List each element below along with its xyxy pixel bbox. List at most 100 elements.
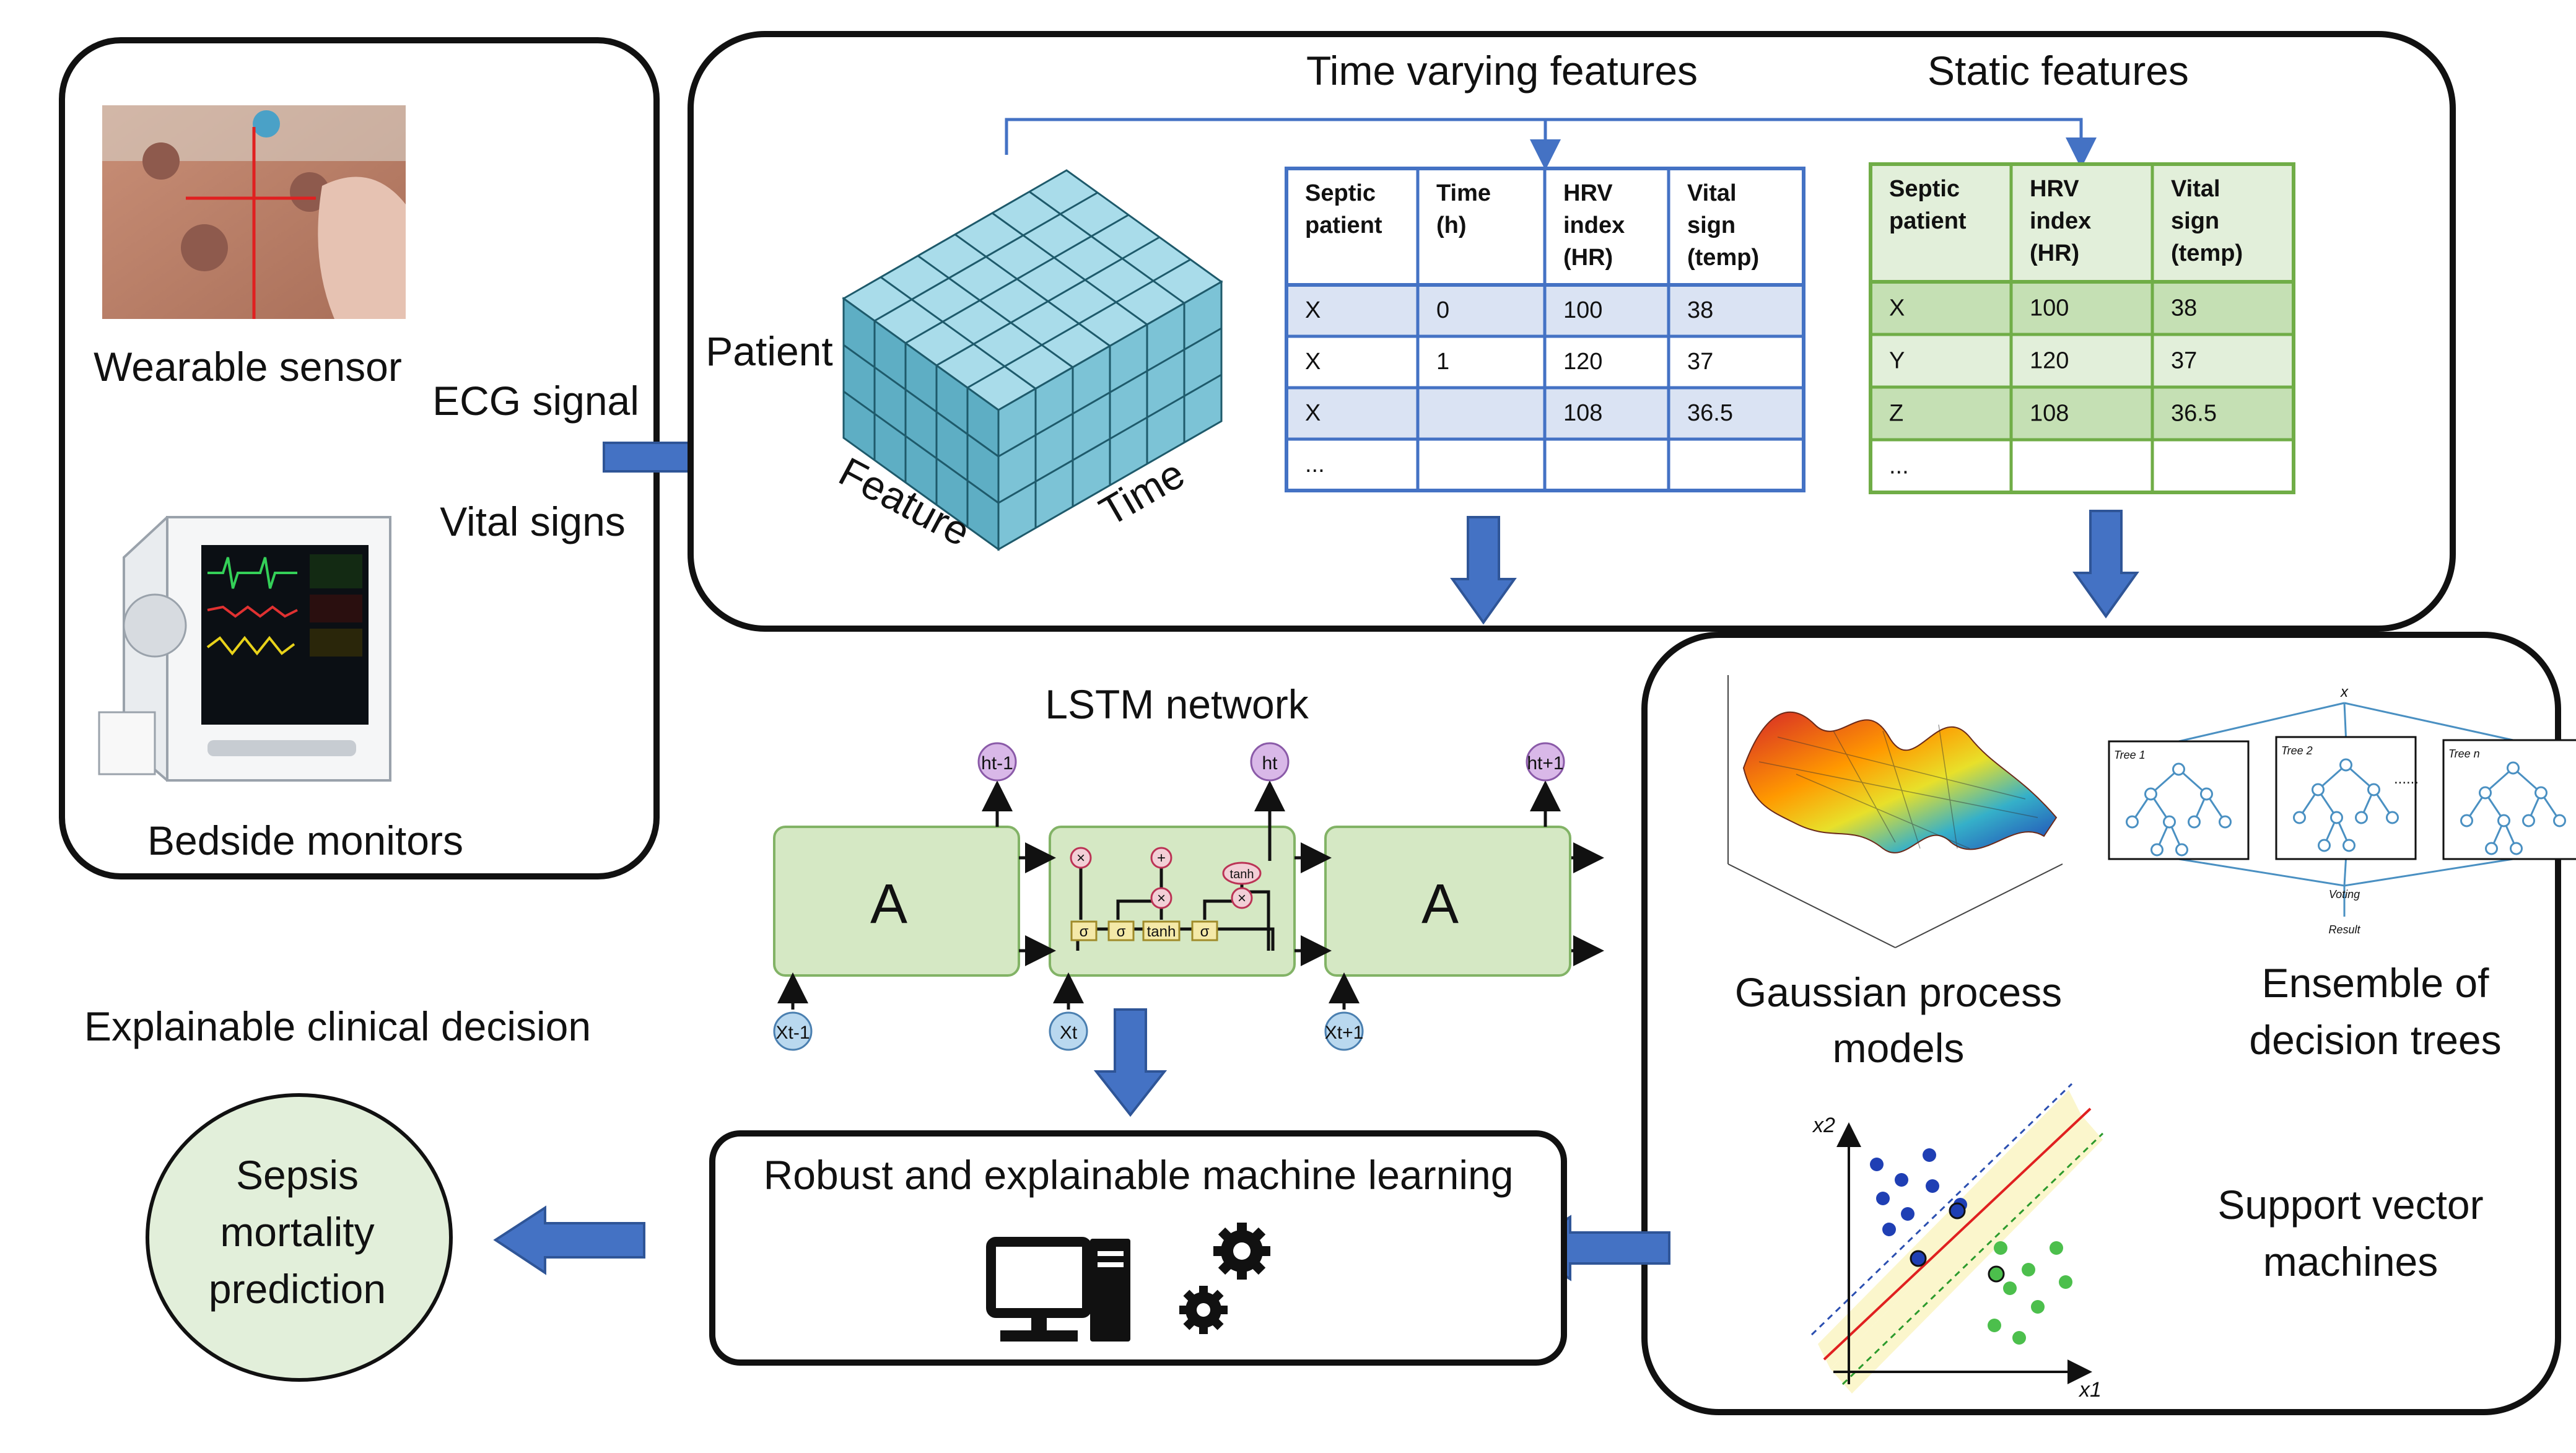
tv-table-header-cell: Time (1436, 180, 1491, 206)
lstm-op (1150, 887, 1172, 909)
cube-patient-label: Patient (705, 328, 832, 374)
lstm-op-label: × (1157, 890, 1166, 907)
tv-table-header-cell: (h) (1436, 212, 1467, 238)
ml-box (709, 1130, 1567, 1366)
svm-label-1: Support vector (2217, 1182, 2483, 1228)
lstm-op (1231, 887, 1253, 909)
outcome-line-3: prediction (209, 1266, 386, 1312)
tree-ellipsis: ...... (2394, 770, 2419, 787)
tree-label: Tree 2 (2281, 744, 2313, 757)
svm-label-2: machines (2263, 1239, 2438, 1285)
bedside-monitors-label: Bedside monitors (147, 818, 463, 863)
lstm-cell-left (773, 826, 1020, 977)
bedside-monitor-image (98, 516, 391, 782)
tv-table-header-cell: patient (1305, 212, 1382, 238)
lstm-cell-right (1324, 826, 1571, 977)
lstm-gate (1107, 920, 1135, 941)
tree-box (2442, 739, 2576, 860)
tree-box (2108, 740, 2250, 860)
tv-table-cell: X (1305, 400, 1321, 426)
st-table-header-cell: index (2030, 208, 2091, 234)
lstm-gate-label: σ (1080, 923, 1089, 940)
st-table-header-cell: HRV (2030, 176, 2079, 202)
lstm-op (1222, 862, 1262, 885)
gears-icon (1179, 1223, 1270, 1334)
result-label: Result (2328, 923, 2360, 936)
st-table-cell: Z (1889, 400, 1903, 426)
arrow-tv-table-down (1450, 516, 1517, 625)
feature-connector (1005, 118, 2097, 170)
lstm-op-label: × (1238, 890, 1246, 907)
ecg-signal-label: ECG signal (432, 378, 639, 424)
st-table-header-cell: (HR) (2030, 240, 2079, 266)
lstm-op (1150, 847, 1172, 869)
lstm-gate (1142, 920, 1181, 941)
st-table-header-cell: Septic (1889, 176, 1960, 202)
st-table-header-cell: patient (1889, 208, 1967, 234)
tree-label: Tree 1 (2114, 749, 2146, 761)
lstm-op (1070, 847, 1092, 869)
arrow-lstm-to-ml (1093, 1008, 1168, 1117)
lstm-gate (1070, 920, 1098, 941)
lstm-cell-letter-right: A (1421, 873, 1459, 935)
lstm-cell-letter-left: A (870, 873, 907, 935)
lstm-gate-label: tanh (1147, 923, 1176, 940)
sources-panel: Wearable sensor Bedside monitors (59, 37, 660, 879)
lstm-input-node (773, 1011, 813, 1051)
lstm-input-node (1324, 1011, 1364, 1051)
lstm-op-label: tanh (1230, 868, 1254, 881)
tv-table-header-cell: (temp) (1687, 245, 1759, 271)
st-table-cell: 37 (2171, 347, 2197, 373)
lstm-gate-label: σ (1117, 923, 1126, 940)
tv-table-cell: X (1305, 349, 1321, 375)
tv-table-header-cell: Septic (1305, 180, 1376, 206)
outcome-line-1: Sepsis (236, 1152, 359, 1198)
lstm-hidden-label: ht-1 (981, 753, 1013, 774)
voting-label: Voting (2329, 888, 2360, 901)
static-title: Static features (1928, 48, 2189, 94)
tv-table-cell: 1 (1436, 349, 1449, 375)
tv-table-header-cell: sign (1687, 212, 1736, 238)
lstm-hidden-node (1526, 742, 1565, 782)
lstm-input-node (1049, 1011, 1088, 1051)
tv-table-header-cell: (HR) (1563, 245, 1613, 271)
tv-table-cell: X (1305, 297, 1321, 323)
wearable-sensor-label: Wearable sensor (94, 344, 402, 390)
data-cube (842, 169, 1223, 551)
tv-table-cell: 108 (1563, 400, 1602, 426)
lstm-title: LSTM network (1045, 681, 1309, 727)
tv-table-cell: 0 (1436, 297, 1449, 323)
tv-table-cell: 36.5 (1687, 400, 1733, 426)
lstm-hidden-label: ht+1 (1527, 753, 1563, 774)
tree-root-label: x (2340, 684, 2349, 700)
lstm-hidden-node (1250, 742, 1290, 782)
st-table-cell: 36.5 (2171, 400, 2217, 426)
lstm-input-label: Xt-1 (775, 1023, 810, 1043)
st-table-header-cell: sign (2171, 208, 2219, 234)
tv-table-header-cell: Vital (1687, 180, 1737, 206)
tv-table-cell: 37 (1687, 349, 1713, 375)
st-table-cell: ... (1889, 453, 1909, 479)
outcome-circle (146, 1093, 453, 1382)
st-table-cell: 108 (2030, 400, 2069, 426)
gaussian-process-surface (1727, 675, 2063, 948)
st-table-cell: X (1889, 295, 1905, 321)
tv-table-cell: 100 (1563, 297, 1602, 323)
tv-table-header-cell: HRV (1563, 180, 1613, 206)
static-table: SepticpatientHRVindex(HR)Vitalsign(temp)… (1869, 162, 2295, 494)
ensemble-label-2: decision trees (2249, 1017, 2501, 1063)
svm-axis-x-label: x1 (2078, 1378, 2102, 1402)
tree-label: Tree n (2448, 748, 2480, 760)
lstm-input-label: Xt (1060, 1023, 1078, 1043)
outcome-line-2: mortality (220, 1209, 374, 1255)
time-varying-title: Time varying features (1306, 48, 1698, 94)
arrow-ml-to-outcome (493, 1205, 645, 1275)
lstm-gate-label: σ (1200, 923, 1210, 940)
gaussian-label-2: models (1833, 1025, 1965, 1071)
st-table-cell: 38 (2171, 295, 2197, 321)
tv-table-header-cell: index (1563, 212, 1625, 238)
computer-icon (986, 1237, 1130, 1342)
